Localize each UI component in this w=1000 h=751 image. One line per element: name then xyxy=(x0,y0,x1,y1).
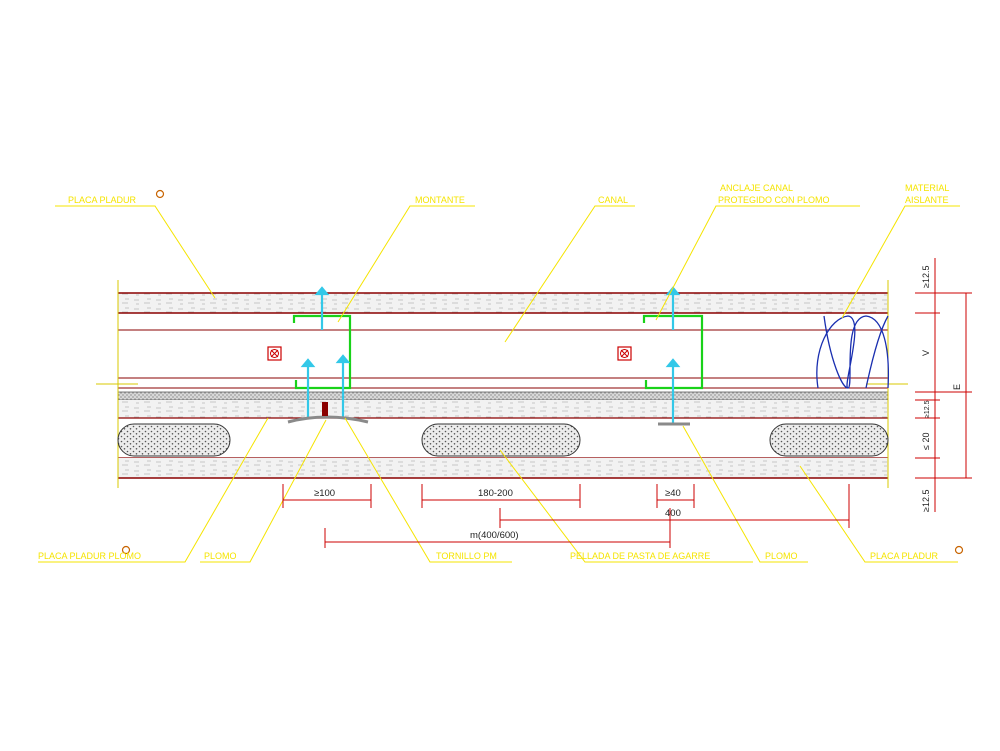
label-placa-pladur-top: PLACA PLADUR xyxy=(68,195,137,205)
dim-400: 400 xyxy=(665,508,681,519)
label-plomo-right: PLOMO xyxy=(765,551,798,561)
reference-circles xyxy=(121,189,964,555)
adhesive-dab xyxy=(769,423,889,457)
label-montante: MONTANTE xyxy=(415,195,465,205)
reference-circle-icon xyxy=(155,189,165,199)
label-canal: CANAL xyxy=(598,195,628,205)
horizontal-dimensions xyxy=(282,484,850,548)
lead-strips xyxy=(287,402,690,426)
vertical-dimension-texts: ≥12.5 V E ≥12.5 ≤ 20 ≥12.5 xyxy=(921,266,962,512)
label-material-line2: AISLANTE xyxy=(905,195,949,205)
label-plomo-left: PLOMO xyxy=(204,551,237,561)
anchor-icon xyxy=(617,346,632,361)
dim-100: ≥100 xyxy=(314,488,335,499)
stud-left xyxy=(292,314,352,390)
dim-v-mid: ≥12.5 xyxy=(924,400,931,418)
anchor-icon xyxy=(267,346,282,361)
dimension-texts: ≥100 180-200 ≥40 400 m(400/600) xyxy=(314,488,681,541)
label-placa-pladur-plomo: PLACA PLADUR PLOMO xyxy=(38,551,141,561)
label-tornillo: TORNILLO PM xyxy=(436,551,497,561)
insulation-batt xyxy=(816,315,890,389)
adhesive-dab xyxy=(421,423,581,457)
label-pellada: PELLADA DE PASTA DE AGARRE xyxy=(570,551,710,561)
dim-m: m(400/600) xyxy=(470,530,519,541)
bottom-gypsum-board xyxy=(118,458,888,478)
label-material-line1: MATERIAL xyxy=(905,183,949,193)
adhesive-dabs xyxy=(117,423,889,457)
dim-180-200: 180-200 xyxy=(478,488,513,499)
dim-40: ≥40 xyxy=(665,488,681,499)
leader-lines xyxy=(38,205,960,563)
reference-circle-icon xyxy=(121,545,131,555)
label-anclaje-line2: PROTEGIDO CON PLOMO xyxy=(718,195,830,205)
reference-circle-icon xyxy=(954,545,964,555)
lead-lined-board xyxy=(118,392,888,400)
stud-right xyxy=(642,314,704,390)
vertical-dimensions xyxy=(915,258,972,512)
dim-v-e: E xyxy=(952,384,962,390)
dim-v-20: ≤ 20 xyxy=(921,433,931,450)
label-anclaje-line1: ANCLAJE CANAL xyxy=(720,183,793,193)
dim-v-top: ≥12.5 xyxy=(921,266,931,288)
wall-section xyxy=(96,280,908,488)
top-gypsum-board xyxy=(118,293,888,313)
dim-v-bottom: ≥12.5 xyxy=(921,490,931,512)
labels: PLACA PLADUR MONTANTE CANAL ANCLAJE CANA… xyxy=(38,183,949,561)
screws xyxy=(300,286,681,424)
label-placa-pladur-right: PLACA PLADUR xyxy=(870,551,939,561)
adhesive-dab xyxy=(117,423,231,457)
dim-v-v: V xyxy=(921,350,931,356)
